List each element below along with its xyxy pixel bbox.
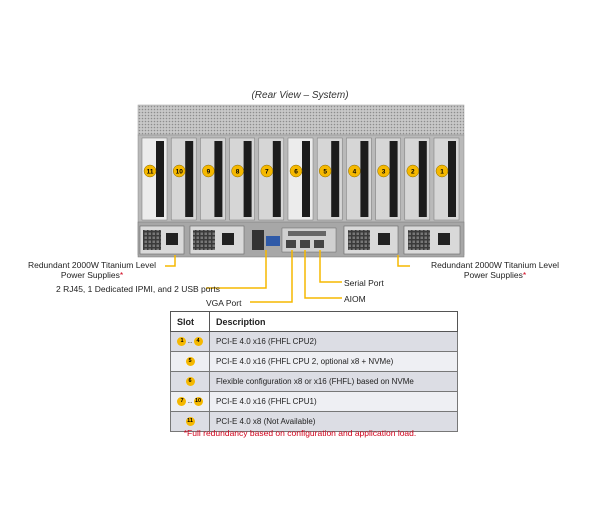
slot-marker-label: 9 bbox=[207, 169, 211, 176]
slot-marker-label: 3 bbox=[382, 169, 386, 176]
label-rj45-usb: 2 RJ45, 1 Dedicated IPMI, and 2 USB port… bbox=[56, 284, 220, 294]
slot-cell: 5 bbox=[170, 351, 210, 372]
slot-marker-label: 6 bbox=[294, 169, 298, 176]
pcie-slot-bracket bbox=[418, 141, 427, 217]
pcie-slot-bracket bbox=[272, 141, 281, 217]
slot-marker-circle bbox=[377, 164, 390, 178]
description-cell: Flexible configuration x8 or x16 (FHFL) … bbox=[209, 371, 458, 392]
slot-marker-circle bbox=[289, 164, 303, 178]
slot-cell: 7...10 bbox=[170, 391, 210, 412]
description-cell: PCI-E 4.0 x8 (Not Available) bbox=[209, 411, 458, 432]
callout-aiom bbox=[304, 250, 342, 299]
callout-serial bbox=[319, 250, 342, 283]
chassis-top bbox=[137, 104, 465, 136]
slot-marker: 10 bbox=[172, 164, 186, 178]
slot-marker: 4 bbox=[348, 164, 361, 178]
label-serial-port: Serial Port bbox=[344, 278, 384, 288]
slot-badge: 6 bbox=[185, 377, 195, 387]
label-psu-left-line1: Redundant 2000W Titanium Level bbox=[27, 260, 157, 270]
psu-right-2 bbox=[403, 225, 461, 255]
table-row: 6 Flexible configuration x8 or x16 (FHFL)… bbox=[170, 371, 458, 392]
callout-vga bbox=[250, 250, 293, 303]
label-psu-left: Redundant 2000W Titanium Level Power Sup… bbox=[22, 260, 162, 280]
pcie-slot-bracket bbox=[156, 141, 164, 217]
pcie-slot-bracket bbox=[360, 141, 369, 217]
callout-psu-left bbox=[165, 255, 176, 267]
slot-marker: 7 bbox=[260, 164, 274, 178]
slot-marker-circle bbox=[348, 164, 361, 178]
pcie-slot-bracket bbox=[448, 141, 456, 217]
slot-table-header: Slot Description bbox=[170, 311, 458, 332]
slot-marker-label: 10 bbox=[176, 169, 184, 176]
callout-rj45 bbox=[206, 250, 267, 289]
slot-marker-label: 8 bbox=[236, 169, 240, 176]
label-aiom: AIOM bbox=[344, 294, 366, 304]
diagram-caption: (Rear View – System) bbox=[251, 90, 349, 101]
slot-badge: 1 bbox=[177, 337, 187, 347]
table-row: 11 PCI-E 4.0 x8 (Not Available) bbox=[170, 411, 458, 432]
slot-marker: 1 bbox=[435, 164, 449, 178]
header-description: Description bbox=[209, 311, 458, 332]
callout-lines bbox=[165, 250, 410, 303]
slot-marker-circle bbox=[202, 164, 215, 178]
description-cell: PCI-E 4.0 x16 (FHFL CPU 2, optional x8 +… bbox=[209, 351, 458, 372]
slot-marker: 9 bbox=[202, 164, 215, 178]
table-row: 5 PCI-E 4.0 x16 (FHFL CPU 2, optional x8 … bbox=[170, 351, 458, 372]
pcie-slot-bracket bbox=[302, 141, 310, 217]
slot-marker-circle bbox=[406, 164, 420, 178]
header-slot: Slot bbox=[170, 311, 210, 332]
slot-marker-circle bbox=[260, 164, 274, 178]
label-psu-right: Redundant 2000W Titanium Level Power Sup… bbox=[410, 260, 580, 280]
slot-marker-label: 2 bbox=[411, 169, 415, 176]
label-vga-port: VGA Port bbox=[206, 298, 242, 308]
pcie-slot-bracket bbox=[331, 141, 340, 217]
slot-badge: 7 bbox=[177, 397, 187, 407]
slot-markers: 11 10 9 8 7 6 5 4 3 2 1 bbox=[143, 164, 449, 178]
slot-marker-circle bbox=[143, 164, 157, 178]
pcie-slot-bracket bbox=[243, 141, 252, 217]
pcie-slot-bracket bbox=[214, 141, 223, 217]
psu-left-1 bbox=[139, 225, 185, 255]
callout-psu-right bbox=[397, 255, 410, 267]
slot-marker: 11 bbox=[143, 164, 157, 178]
slot-marker: 8 bbox=[231, 164, 244, 178]
psu-left-2 bbox=[189, 225, 245, 255]
slot-marker-circle bbox=[318, 164, 332, 178]
slot-badge: 4 bbox=[193, 337, 203, 347]
slot-range-dots: ... bbox=[187, 398, 193, 405]
slot-cell: 6 bbox=[170, 371, 210, 392]
slot-badge: 10 bbox=[193, 397, 203, 407]
pcie-slot-bracket bbox=[185, 141, 194, 217]
server-rear-view: 11 10 9 8 7 6 5 4 3 2 1 bbox=[137, 104, 465, 303]
label-psu-right-line2: Power Supplies* bbox=[463, 270, 527, 280]
slot-marker-label: 1 bbox=[440, 169, 444, 176]
slot-marker-label: 4 bbox=[353, 169, 357, 176]
slot-range-dots: ... bbox=[187, 338, 193, 345]
slot-marker-circle bbox=[172, 164, 186, 178]
slot-marker-label: 5 bbox=[323, 169, 327, 176]
slot-cell: 1...4 bbox=[170, 331, 210, 352]
slot-marker-label: 7 bbox=[265, 169, 269, 176]
slot-badge: 11 bbox=[185, 417, 195, 427]
label-psu-right-line1: Redundant 2000W Titanium Level bbox=[430, 260, 560, 270]
description-cell: PCI-E 4.0 x16 (FHFL CPU1) bbox=[209, 391, 458, 412]
pcie-slot-bracket bbox=[389, 141, 398, 217]
slot-marker: 5 bbox=[318, 164, 332, 178]
psu-right-1 bbox=[343, 225, 399, 255]
slot-marker: 2 bbox=[406, 164, 420, 178]
slot-badge: 5 bbox=[185, 357, 195, 367]
io-ports-cluster bbox=[252, 227, 337, 253]
pcie-slot-bays bbox=[141, 137, 460, 221]
slot-marker-circle bbox=[435, 164, 449, 178]
slot-marker: 6 bbox=[289, 164, 303, 178]
slot-marker-label: 11 bbox=[147, 169, 154, 176]
description-cell: PCI-E 4.0 x16 (FHFL CPU2) bbox=[209, 331, 458, 352]
slot-marker-circle bbox=[231, 164, 244, 178]
footnote: *Full redundancy based on configuration … bbox=[183, 428, 417, 438]
label-psu-left-line2: Power Supplies* bbox=[60, 270, 124, 280]
slot-marker: 3 bbox=[377, 164, 390, 178]
